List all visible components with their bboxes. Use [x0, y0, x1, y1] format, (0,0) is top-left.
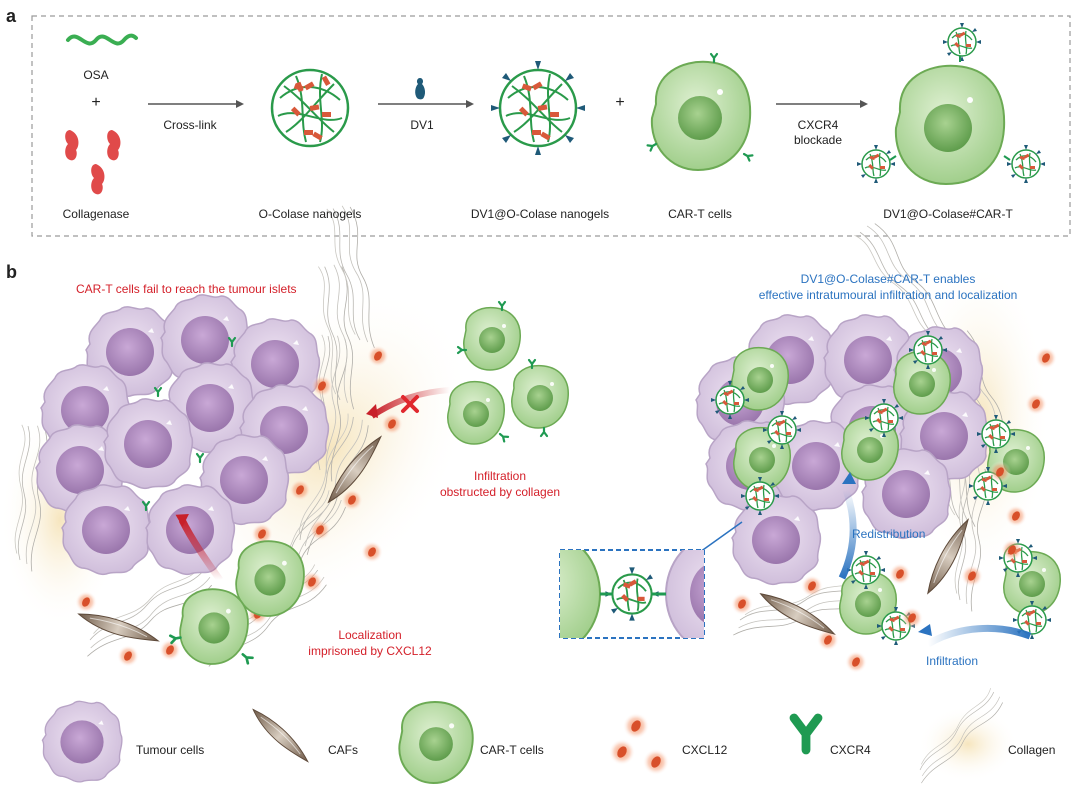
panel-a-letter: a	[6, 6, 17, 26]
crosslink-label: Cross-link	[163, 118, 217, 132]
enable-label-2: effective intratumoural infiltration and…	[758, 288, 1018, 302]
legend-cxcl12-label: CXCL12	[682, 743, 728, 757]
final-construct-icon	[856, 22, 1046, 186]
collagenase-icon	[65, 130, 121, 195]
dv1-nanogels-label: DV1@O-Colase nanogels	[470, 207, 610, 221]
cart-cell-large-icon	[646, 52, 754, 172]
zoom-connector	[699, 521, 743, 553]
redistribution-label: Redistribution	[852, 527, 926, 541]
infiltration-arrow	[926, 625, 1032, 648]
legend-cxcr4-label: CXCR4	[830, 743, 871, 757]
plus-label-1: +	[91, 94, 101, 111]
osa-strand-icon	[66, 33, 138, 46]
imprisoned-arrow	[178, 518, 223, 583]
fail-title: CAR-T cells fail to reach the tumour isl…	[76, 282, 297, 296]
final-construct-label: DV1@O-Colase#CAR-T	[883, 207, 1013, 221]
dv1-o-colase-nanogel-icon	[491, 61, 585, 155]
legend-caf-icon	[248, 703, 313, 768]
dv1-icon	[415, 78, 426, 100]
enable-label-1: DV1@O-Colase#CAR-T enables	[800, 272, 976, 286]
collagenase-label: Collagenase	[62, 207, 130, 221]
legend-cart-label: CAR-T cells	[480, 743, 544, 757]
legend-cxcr4-icon	[794, 718, 818, 750]
legend-tumour-icon	[41, 700, 123, 783]
o-colase-nanogel-icon	[270, 68, 350, 148]
redistribution-arrow	[838, 488, 857, 580]
osa-label: OSA	[83, 68, 109, 82]
localization-label-2: imprisoned by CXCL12	[308, 644, 432, 658]
legend-cart-icon	[398, 701, 474, 784]
infiltration-label: Infiltration	[926, 654, 979, 668]
nanogels-label: O-Colase nanogels	[258, 207, 362, 221]
infiltration-obstructed-1: Infiltration	[473, 469, 527, 483]
panel-b-letter: b	[6, 262, 17, 282]
legend-tumour-label: Tumour cells	[136, 743, 205, 757]
cart-cells-label: CAR-T cells	[668, 207, 732, 221]
infiltration-obstructed-2: obstructed by collagen	[439, 485, 561, 499]
legend-collagen-label: Collagen	[1008, 743, 1056, 757]
cxcr4-blockade-label-1: CXCR4	[797, 118, 839, 132]
panel-a-frame	[31, 15, 1071, 237]
obstructed-arrow	[370, 387, 451, 419]
legend-collagen-icon	[898, 685, 1020, 784]
legend-cxcl12-icon	[608, 712, 670, 776]
dv1-label: DV1	[410, 118, 434, 132]
blocked-cross-icon	[401, 395, 419, 413]
plus-label-2: +	[615, 94, 625, 111]
cxcr4-blockade-label-2: blockade	[793, 133, 843, 147]
legend-cafs-label: CAFs	[328, 743, 358, 757]
localization-label-1: Localization	[338, 628, 402, 642]
zoom-inset-content	[560, 550, 704, 638]
